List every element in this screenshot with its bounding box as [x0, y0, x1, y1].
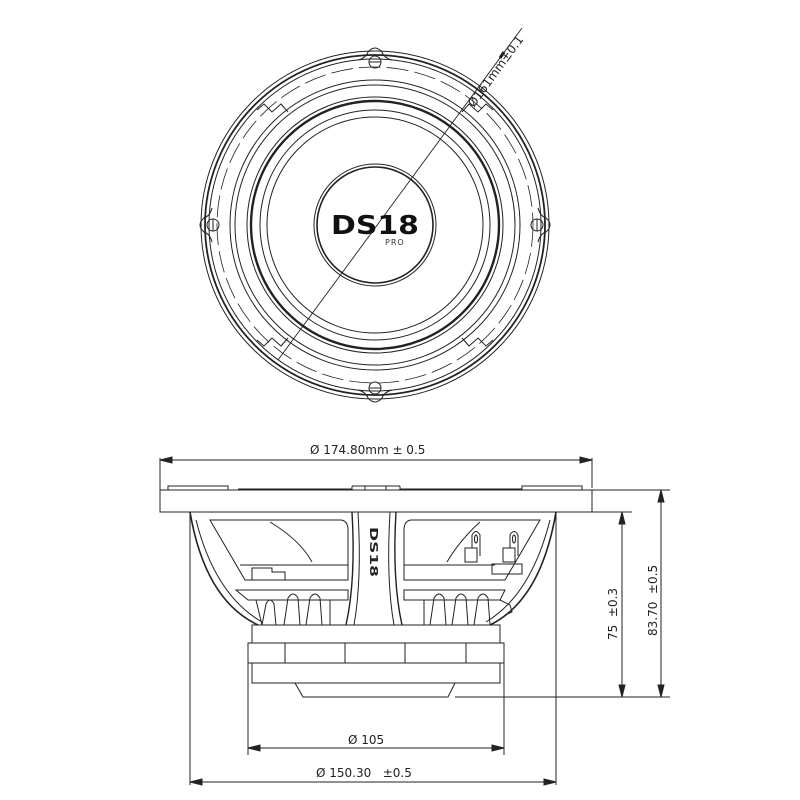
cutout-diameter-label: Ø161mm±0.1 [465, 33, 526, 110]
side-logo: DS18 [367, 527, 380, 577]
total-depth-label: 83.70 ±0.5 [646, 565, 660, 636]
top-view: DS18 PRO Ø161mm±0.1 [199, 27, 551, 403]
mounting-hole-top [357, 47, 393, 69]
mounting-hole-bottom [357, 381, 393, 403]
outer-diameter-label: Ø 174.80mm ± 0.5 [310, 443, 425, 457]
mounting-hole-left [199, 207, 220, 243]
mounting-hole-right [530, 207, 551, 243]
terminal-left [464, 531, 481, 563]
magnet-diameter-label: Ø 105 [348, 733, 384, 747]
terminal-right [502, 531, 519, 563]
brand-sub-logo: PRO [385, 238, 405, 247]
brand-logo: DS18 [331, 211, 419, 241]
side-view: Ø 174.80mm ± 0.5 [159, 443, 670, 786]
basket-diameter-label: Ø 150.30 ±0.5 [316, 766, 412, 780]
mounting-depth-label: 75 ±0.3 [606, 588, 620, 640]
